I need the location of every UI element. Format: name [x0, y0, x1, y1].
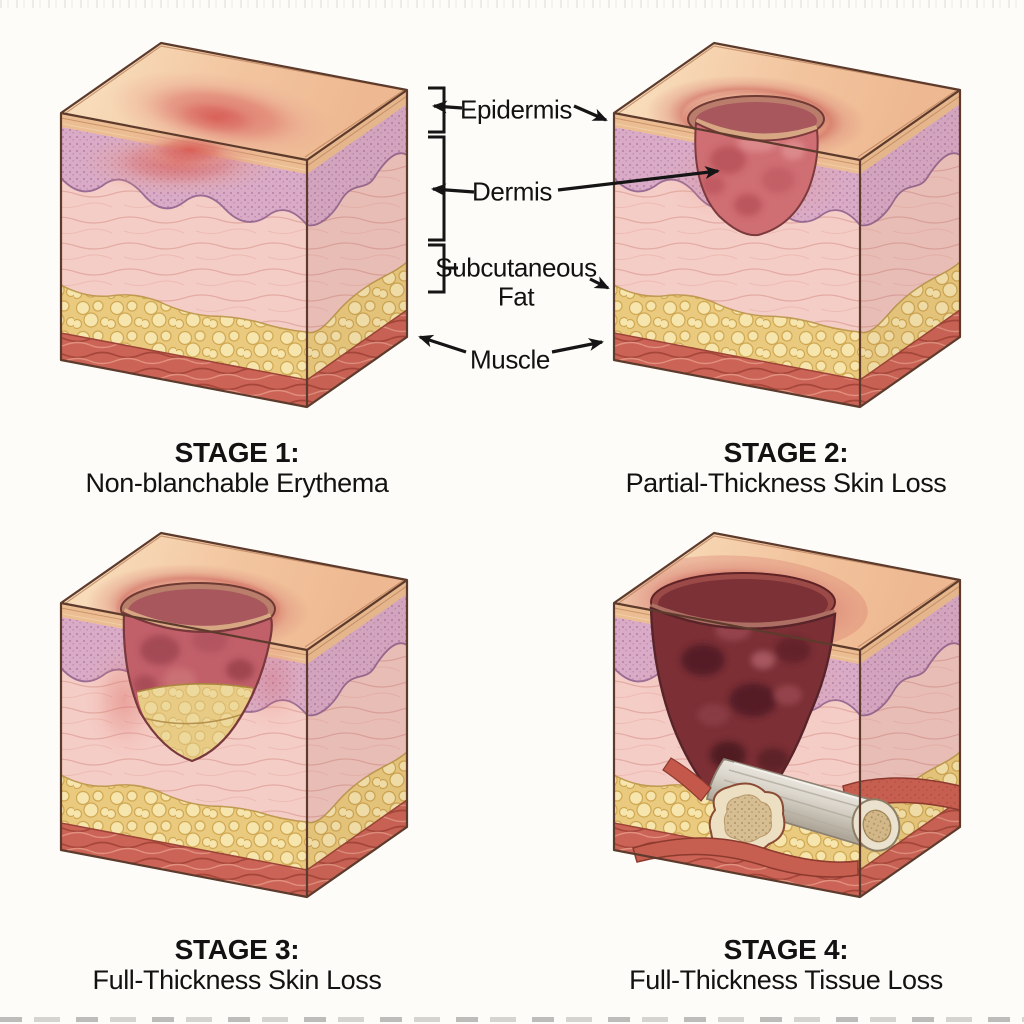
stage1-title: STAGE 1:: [174, 437, 300, 468]
stage2-subtitle: Partial-Thickness Skin Loss: [625, 468, 947, 498]
muscle-arrow-left: [418, 334, 467, 354]
exposed-muscle-strip-lower: [632, 757, 859, 878]
stage4-subtitle: Full-Thickness Tissue Loss: [629, 965, 943, 995]
right-face: [307, 580, 407, 897]
label-subcutaneous: Subcutaneous: [435, 252, 597, 283]
wound-full-thickness-tissue: [649, 572, 837, 819]
stage4-caption: STAGE 4: Full-Thickness Tissue Loss: [586, 934, 986, 996]
stage2-title: STAGE 2:: [723, 437, 849, 468]
stage4-title: STAGE 4:: [723, 934, 849, 965]
stage3-subtitle: Full-Thickness Skin Loss: [92, 965, 382, 995]
wound-rim-epidermal-edge: [694, 118, 818, 140]
stage1-subtitle: Non-blanchable Erythema: [85, 468, 389, 498]
stage4-skin-block-illustration: [612, 531, 962, 899]
epidermis-arrow-left: [432, 100, 463, 114]
stage3-caption: STAGE 3: Full-Thickness Skin Loss: [37, 934, 437, 996]
block-outline: [612, 531, 962, 899]
stage3-title: STAGE 3:: [174, 934, 300, 965]
right-face: [307, 90, 407, 407]
stage2-caption: STAGE 2: Partial-Thickness Skin Loss: [586, 437, 986, 499]
block-outline: [59, 531, 409, 899]
right-face: [860, 90, 960, 407]
label-epidermis: Epidermis: [460, 94, 572, 125]
epidermis-bracket: [428, 86, 446, 134]
block-outline: [612, 41, 962, 409]
scan-artifact-bottom: [0, 1017, 1024, 1022]
dermis-bracket: [428, 135, 446, 242]
exposed-bone-mass: [708, 782, 786, 854]
stage2-skin-block-illustration: [612, 41, 962, 409]
label-muscle: Muscle: [470, 344, 550, 375]
block-outline: [59, 41, 409, 409]
stage3-skin-block-illustration: [59, 531, 409, 899]
wound-partial-thickness: [687, 95, 825, 237]
scan-artifact-top: [0, 0, 1024, 8]
dermis-arrow-left: [431, 183, 475, 197]
stage1-skin-block-illustration: [59, 41, 409, 409]
label-subcutaneous-fat: Fat: [497, 281, 535, 312]
label-dermis: Dermis: [472, 176, 552, 207]
stage1-caption: STAGE 1: Non-blanchable Erythema: [37, 437, 437, 499]
front-face: [61, 113, 307, 407]
